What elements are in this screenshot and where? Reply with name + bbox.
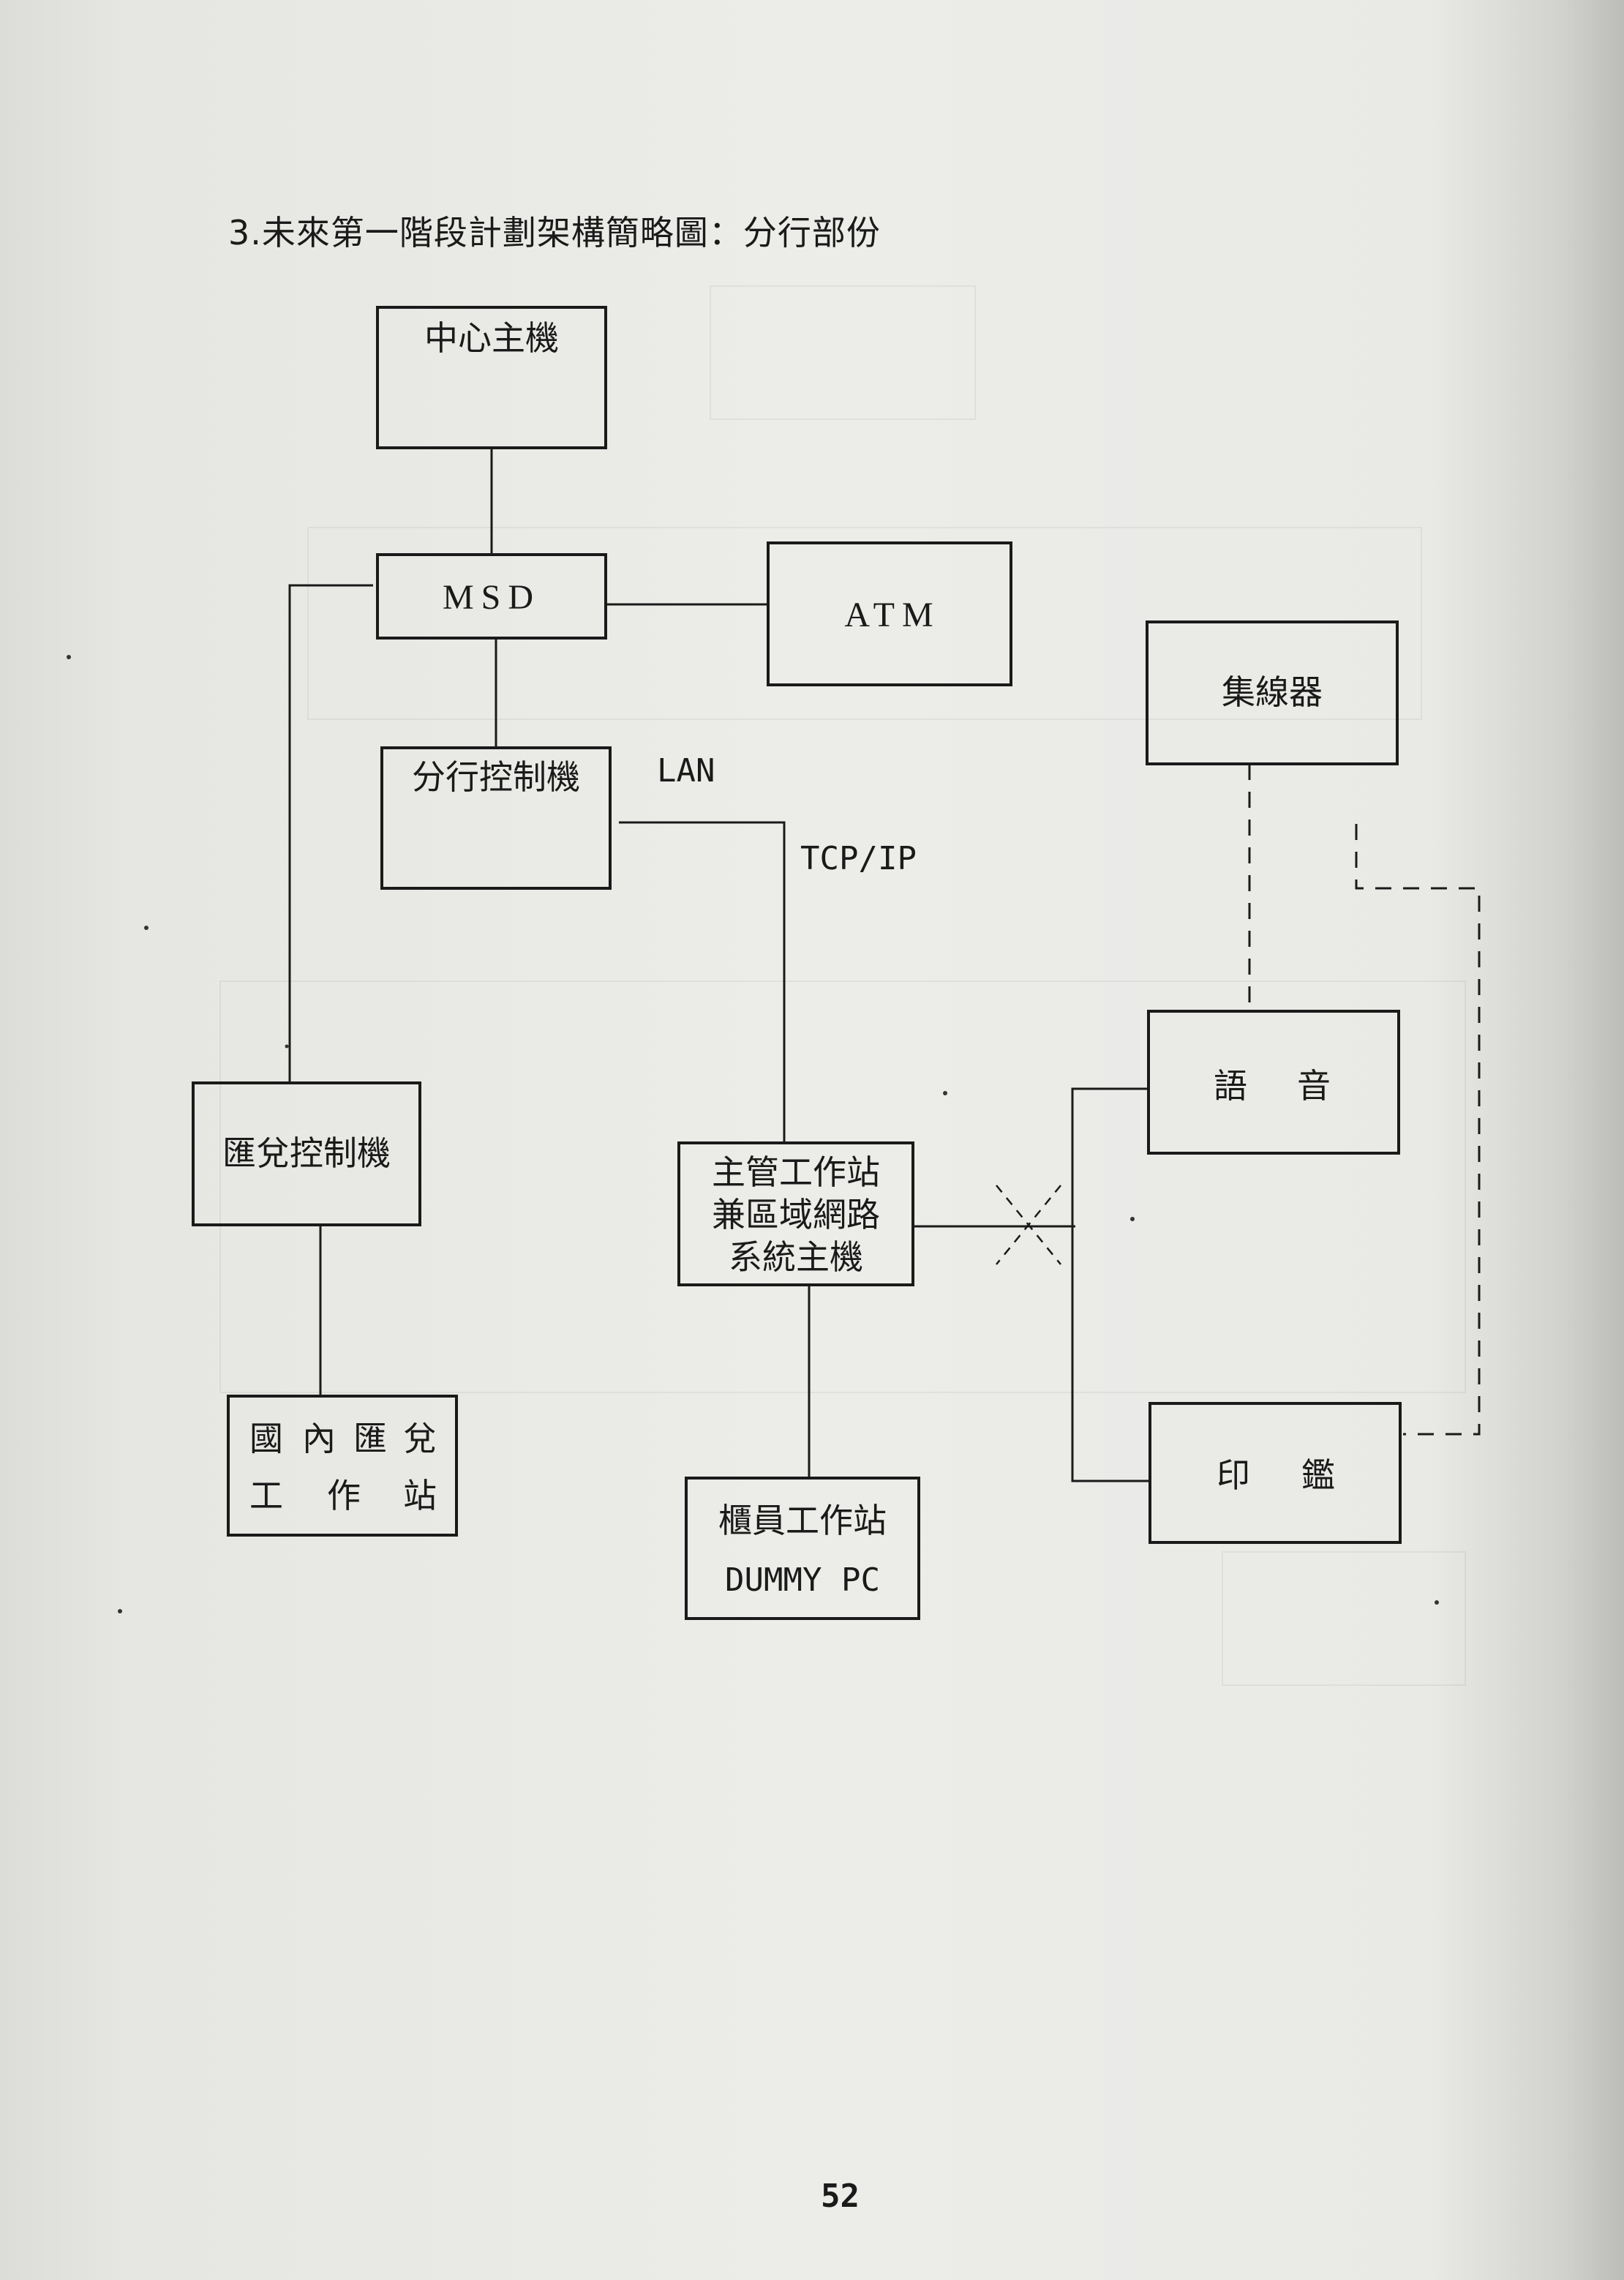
edge-label-tcpip: TCP/IP: [800, 840, 917, 877]
domestic-label-char: 工: [249, 1476, 283, 1515]
domestic-label-char: 匯: [353, 1419, 387, 1458]
bleed-through-box: [1222, 1551, 1466, 1686]
supervisor-label-line1: 主管工作站: [712, 1152, 880, 1192]
hub-label: 集線器: [1222, 672, 1323, 712]
node-seal: 印 鑑: [1149, 1402, 1402, 1544]
domestic-label-char: 兌: [403, 1419, 437, 1458]
remittance-controller-label: 匯兌控制機: [222, 1133, 391, 1173]
link-hub-seal: [1355, 824, 1481, 1436]
supervisor-label-line3: 系統主機: [729, 1237, 863, 1277]
paper-specks: [67, 655, 1439, 1613]
domestic-label-char: 作: [327, 1476, 361, 1515]
node-remittance-controller: 匯兌控制機: [192, 1081, 421, 1226]
page-title: 3.未來第一階段計劃架構簡略圖：分行部份: [228, 213, 881, 252]
seal-label-char: 印: [1217, 1455, 1250, 1495]
domestic-label-char: 站: [403, 1476, 437, 1515]
link-msd-remittance: [288, 584, 373, 1083]
node-supervisor-workstation: 主管工作站 兼區域網路 系統主機: [677, 1141, 914, 1286]
node-voice: 語 音: [1147, 1010, 1400, 1155]
bleed-through-box: [710, 285, 976, 420]
link-voice-seal-bus: [1071, 1087, 1150, 1482]
voice-label-char: 音: [1297, 1066, 1331, 1106]
link-branch-supervisor: [619, 821, 786, 1143]
connectors: [288, 448, 1481, 1482]
node-central-host: 中心主機: [376, 306, 607, 449]
bleed-through-box: [307, 527, 1422, 720]
node-teller-workstation: 櫃員工作站 DUMMY PC: [685, 1477, 920, 1620]
branch-controller-label: 分行控制機: [412, 757, 580, 797]
msd-label: MSD: [443, 578, 541, 617]
seal-label-char: 鑑: [1301, 1455, 1335, 1495]
bleed-through-box: [219, 980, 1466, 1393]
cross-mark-line: [996, 1185, 1061, 1265]
node-msd: MSD: [376, 553, 607, 640]
edge-label-lan: LAN: [657, 752, 715, 790]
central-host-label: 中心主機: [424, 318, 559, 358]
domestic-label-char: 內: [302, 1419, 336, 1458]
supervisor-label-line2: 兼區域網路: [712, 1195, 880, 1234]
node-atm: ATM: [767, 541, 1012, 686]
domestic-label-char: 國: [249, 1419, 283, 1458]
voice-label-char: 語: [1214, 1066, 1247, 1106]
node-branch-controller: 分行控制機: [380, 746, 612, 890]
node-domestic-remittance-workstation: 國 內 匯 兌 工 作 站: [227, 1395, 458, 1537]
teller-label-line1: 櫃員工作站: [718, 1501, 887, 1540]
teller-label-line2: DUMMY PC: [725, 1561, 880, 1599]
node-hub: 集線器: [1146, 620, 1399, 765]
atm-label: ATM: [844, 596, 940, 634]
page-number: 52: [821, 2178, 860, 2215]
